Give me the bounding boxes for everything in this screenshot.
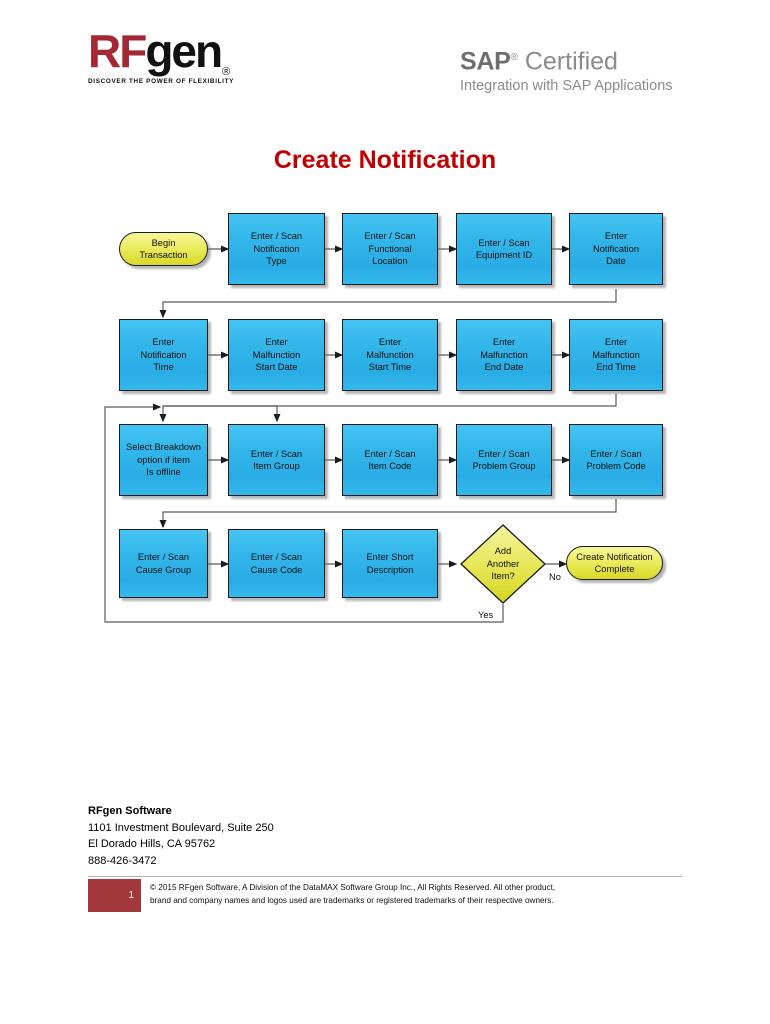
- node-label: Enter / Scan Problem Code: [586, 448, 646, 471]
- node-label: Enter Short Description: [366, 552, 414, 575]
- sap-certified-line: SAP® Certified: [460, 44, 673, 75]
- page-header: RFgen® DISCOVER THE POWER OF FLEXIBILITY…: [0, 0, 770, 120]
- address-line-2: El Dorado Hills, CA 95762: [88, 838, 216, 850]
- node-label: Enter Notification Time: [140, 337, 187, 373]
- node-label: Enter / Scan Problem Group: [472, 448, 536, 471]
- copyright-line-2: brand and company names and logos used a…: [150, 895, 554, 905]
- sap-certified-badge: SAP® Certified Integration with SAP Appl…: [460, 44, 673, 96]
- footer-divider: [88, 876, 682, 877]
- phone-number: 888-426-3472: [88, 854, 157, 867]
- node-label: Enter / Scan Item Code: [364, 448, 416, 471]
- node-problem-code[interactable]: Enter / Scan Problem Code: [569, 424, 663, 496]
- node-cause-code[interactable]: Enter / Scan Cause Code: [228, 529, 325, 598]
- node-functional-location[interactable]: Enter / Scan Functional Location: [342, 213, 438, 285]
- company-address-block: RFgen Software 1101 Investment Boulevard…: [88, 803, 274, 869]
- page-number-badge: 1: [88, 879, 141, 912]
- node-item-group[interactable]: Enter / Scan Item Group: [228, 424, 325, 496]
- node-label: Enter / Scan Cause Code: [250, 552, 303, 575]
- node-label: Enter Notification Date: [593, 231, 639, 267]
- node-label: Begin Transaction: [139, 237, 188, 260]
- node-label: Enter / Scan Equipment ID: [475, 237, 533, 260]
- edge-label-no: No: [549, 572, 561, 582]
- node-label: Enter / Scan Notification Type: [250, 231, 303, 267]
- edge-label-yes: Yes: [478, 610, 494, 620]
- address-line-1: 1101 Investment Boulevard, Suite 250: [88, 821, 274, 834]
- node-equipment-id[interactable]: Enter / Scan Equipment ID: [456, 213, 552, 285]
- node-label: Enter / Scan Functional Location: [364, 231, 416, 267]
- page-title: Create Notification: [273, 146, 497, 174]
- node-create-notification-complete[interactable]: Create Notification Complete: [566, 546, 663, 580]
- logo-tagline: DISCOVER THE POWER OF FLEXIBILITY: [88, 78, 235, 85]
- flowchart: Begin Transaction Enter / Scan Notificat…: [104, 213, 663, 623]
- node-label: Enter Malfunction Start Time: [366, 337, 414, 373]
- copyright-line-1: © 2015 RFgen Software, A Division of the…: [150, 883, 556, 892]
- node-malfunction-start-time[interactable]: Enter Malfunction Start Time: [342, 319, 438, 391]
- sap-subtitle: Integration with SAP Applications: [460, 78, 673, 95]
- decision-diamond-shape: [460, 524, 546, 604]
- node-notification-date[interactable]: Enter Notification Date: [569, 213, 663, 285]
- copyright-notice: © 2015 RFgen Software, A Division of the…: [150, 882, 680, 907]
- company-name: RFgen Software: [88, 805, 172, 817]
- flowchart-connectors: [104, 245, 617, 623]
- node-label: Enter Malfunction Start Date: [252, 337, 301, 373]
- node-problem-group[interactable]: Enter / Scan Problem Group: [456, 424, 552, 496]
- node-label: Enter / Scan Item Group: [250, 448, 303, 471]
- sap-registered-icon: ®: [510, 52, 518, 63]
- node-add-another-item[interactable]: Add Another Item?: [458, 522, 548, 606]
- node-begin-transaction[interactable]: Begin Transaction: [119, 232, 208, 266]
- node-label: Create Notification Complete: [576, 551, 653, 574]
- node-label: Add Another Item?: [486, 546, 520, 582]
- rfgen-logo-wordmark: RFgen®: [88, 25, 231, 78]
- node-malfunction-start-date[interactable]: Enter Malfunction Start Date: [228, 319, 325, 391]
- node-label: Select Breakdown option if item Is offli…: [126, 442, 201, 478]
- node-item-code[interactable]: Enter / Scan Item Code: [342, 424, 438, 496]
- node-label: Enter Malfunction End Time: [592, 337, 640, 373]
- sap-certified-text: Certified: [524, 47, 618, 76]
- logo-text-gen: gen: [145, 25, 223, 77]
- node-cause-group[interactable]: Enter / Scan Cause Group: [119, 529, 208, 598]
- sap-brand-text: SAP: [460, 47, 511, 76]
- node-notification-type[interactable]: Enter / Scan Notification Type: [228, 213, 325, 285]
- node-label: Enter Malfunction End Date: [480, 337, 528, 373]
- node-short-description[interactable]: Enter Short Description: [342, 529, 438, 598]
- node-malfunction-end-time[interactable]: Enter Malfunction End Time: [569, 319, 663, 391]
- node-select-breakdown[interactable]: Select Breakdown option if item Is offli…: [119, 424, 208, 496]
- node-malfunction-end-date[interactable]: Enter Malfunction End Date: [456, 319, 552, 391]
- node-notification-time[interactable]: Enter Notification Time: [119, 319, 208, 391]
- node-label: Enter / Scan Cause Group: [135, 552, 192, 575]
- logo-text-rf: RF: [88, 25, 147, 77]
- rfgen-logo: RFgen® DISCOVER THE POWER OF FLEXIBILITY: [88, 28, 263, 85]
